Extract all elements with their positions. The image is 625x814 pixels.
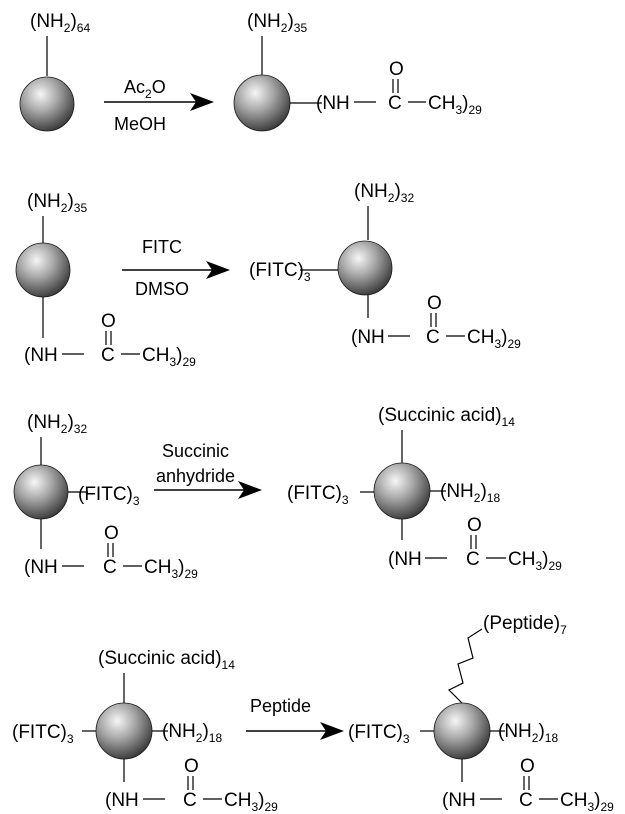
fitc-label: (FITC)3 [12,722,74,746]
acetyl-nh-label: (NH [24,557,58,578]
fitc-label: (FITC)3 [249,260,311,284]
reaction-arrow-3: Succinic anhydride [154,441,262,499]
acetyl-nh-label: (NH [316,93,350,114]
reagent-top-label: Peptide [250,696,311,716]
methyl-label: CH3)29 [467,327,521,351]
acetyl-nh-label: (NH [388,549,422,570]
methyl-label: CH3)29 [428,93,482,117]
methyl-label: CH3)29 [144,557,198,581]
reactant-3: (NH2)32 (FITC)3 (NH O C CH3)29 [13,412,198,581]
methyl-label: CH3)29 [508,549,562,573]
carbonyl-oxygen-label: O [467,515,482,536]
polymer-bead [95,702,153,760]
carbonyl-oxygen-label: O [427,293,442,314]
reagent-top-label: Ac2O [124,77,166,101]
reagent-bottom-label: anhydride [156,466,235,486]
fitc-label: (FITC)3 [78,484,140,508]
methyl-label: CH3)29 [142,345,196,369]
reaction-arrow-1: Ac2O MeOH [104,77,214,134]
amine-label: (NH2)32 [354,181,414,205]
product-4: (Peptide)7 (FITC)3 (NH2)18 (NH O C CH3)2… [348,613,614,814]
peptide-label: (Peptide)7 [483,613,567,637]
product-1: (NH2)35 (NH O C CH3)29 [233,11,482,132]
reaction-arrow-4: Peptide [246,696,344,740]
amine-label: (NH2)18 [498,721,558,745]
polymer-bead [15,242,71,298]
carbonyl-oxygen-label: O [389,59,404,80]
reagent-top-label: FITC [142,237,182,257]
acetyl-nh-label: (NH [442,790,476,811]
carbonyl-carbon-label: C [519,790,533,811]
fitc-label: (FITC)3 [348,722,410,746]
carbonyl-oxygen-label: O [184,756,199,777]
reaction-1: (NH2)64 Ac2O MeOH (NH2)35 (NH O C CH3)29 [19,11,482,134]
amine-label: (NH2)35 [27,191,87,215]
carbonyl-carbon-label: C [466,549,480,570]
methyl-label: CH3)29 [560,790,614,814]
reagent-top-label: Succinic [162,441,229,461]
succinic-acid-label: (Succinic acid)14 [98,648,235,672]
carbonyl-carbon-label: C [183,790,197,811]
acetyl-nh-label: (NH [24,345,58,366]
amine-label: (NH2)35 [247,11,307,35]
peptide-linker-chain [447,628,483,704]
carbonyl-carbon-label: C [101,345,115,366]
carbonyl-oxygen-label: O [520,756,535,777]
product-3: (Succinic acid)14 (FITC)3 (NH2)18 (NH O … [287,405,562,573]
reactant-2: (NH2)35 (NH O C CH3)29 [15,191,196,369]
acetyl-nh-label: (NH [351,327,385,348]
amine-label: (NH2)18 [162,721,222,745]
reactant-1: (NH2)64 [19,11,90,132]
acetyl-nh-label: (NH [105,790,139,811]
polymer-bead [13,464,69,520]
amine-label: (NH2)18 [440,481,500,505]
polymer-bead [373,462,431,520]
methyl-label: CH3)29 [224,790,278,814]
carbonyl-carbon-label: C [426,327,440,348]
amine-label: (NH2)32 [27,412,87,436]
reaction-2: (NH2)35 (NH O C CH3)29 FITC DMSO (NH2)32… [15,181,521,369]
reaction-4: (Succinic acid)14 (FITC)3 (NH2)18 (NH O … [12,613,614,814]
carbonyl-oxygen-label: O [101,311,116,332]
carbonyl-carbon-label: C [103,557,117,578]
polymer-bead [337,240,393,296]
polymer-bead [19,76,75,132]
product-2: (NH2)32 (FITC)3 (NH O C CH3)29 [249,181,521,351]
reagent-bottom-label: MeOH [114,114,166,134]
reaction-3: (NH2)32 (FITC)3 (NH O C CH3)29 Succinic … [13,405,562,581]
polymer-bead [433,702,491,760]
amine-label: (NH2)64 [30,11,90,35]
carbonyl-oxygen-label: O [104,523,119,544]
succinic-acid-label: (Succinic acid)14 [378,405,515,429]
reagent-bottom-label: DMSO [135,279,189,299]
reaction-arrow-2: FITC DMSO [122,237,230,299]
carbonyl-carbon-label: C [388,93,402,114]
reactant-4: (Succinic acid)14 (FITC)3 (NH2)18 (NH O … [12,648,278,814]
fitc-label: (FITC)3 [287,483,349,507]
polymer-bead [233,74,291,132]
